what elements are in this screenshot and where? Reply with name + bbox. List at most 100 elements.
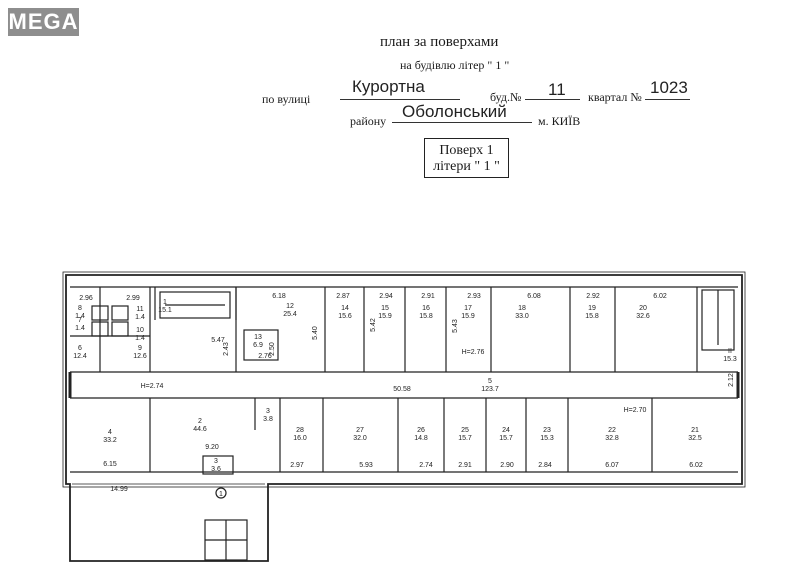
dimension-label: H=2.76	[462, 349, 485, 356]
room-area: 6.9	[253, 342, 263, 349]
dimension-label: 2.87	[336, 293, 350, 300]
street-value: Курортна	[352, 77, 425, 96]
street-label: по вулиці	[262, 92, 311, 106]
room-area: 3.8	[263, 416, 273, 423]
room-area: 15.9	[461, 313, 475, 320]
room-area: 15.8	[419, 313, 433, 320]
room-number: II	[728, 348, 732, 355]
building-number: 11	[548, 80, 566, 99]
room-area: 15.7	[458, 435, 472, 442]
room-area: 123.7	[481, 386, 499, 393]
dimension-label: 5.42	[370, 318, 377, 332]
room-area: 32.0	[353, 435, 367, 442]
plan-title: план за поверхами	[380, 34, 499, 50]
room-number: 16	[422, 305, 430, 312]
mega-logo: MEGA	[8, 8, 79, 36]
room-area: 15.8	[585, 313, 599, 320]
dimension-label: 2.91	[421, 293, 435, 300]
room-number: 2	[198, 418, 202, 425]
dimension-label: 6.15	[103, 461, 117, 468]
room-number: 3	[214, 458, 218, 465]
room-area: 32.6	[636, 313, 650, 320]
room-area: 33.0	[515, 313, 529, 320]
room-area: 15.6	[338, 313, 352, 320]
dimension-label: 2.96	[79, 295, 93, 302]
room-area: 15.3	[540, 435, 554, 442]
room-area: 1.4	[75, 325, 85, 332]
dimension-label: 2.91	[458, 462, 472, 469]
dimension-label: 5.47	[211, 337, 225, 344]
room-number: 20	[639, 305, 647, 312]
room-area: 15.7	[499, 435, 513, 442]
room-number: 1	[163, 299, 167, 306]
room-number: 21	[691, 427, 699, 434]
room-number: 9	[138, 345, 142, 352]
dimension-label: 6.07	[605, 462, 619, 469]
dimension-label: 2.50	[269, 342, 276, 356]
kvartal-label: квартал №	[588, 90, 642, 104]
dimension-label: H=2.70	[624, 407, 647, 414]
room-number: 15	[381, 305, 389, 312]
dimension-label: 2.74	[419, 462, 433, 469]
room-number: 10	[136, 327, 144, 334]
room-number: 5	[488, 378, 492, 385]
dimension-label: 5.43	[452, 319, 459, 333]
room-number: 23	[543, 427, 551, 434]
room-number: 4	[108, 429, 112, 436]
room-number: 17	[464, 305, 472, 312]
room-area: 15.3	[723, 356, 737, 363]
room-number: 26	[417, 427, 425, 434]
dimension-label: 2.76	[258, 353, 272, 360]
room-area: 44.6	[193, 426, 207, 433]
city-label: м. КИЇВ	[538, 114, 581, 128]
room-number: 18	[518, 305, 526, 312]
floor-label: Поверх 1	[439, 143, 494, 158]
axis-marker: 1	[219, 491, 223, 498]
dimension-label: 6.02	[653, 293, 667, 300]
room-number: 19	[588, 305, 596, 312]
room-number: 24	[502, 427, 510, 434]
kvartal-number: 1023	[650, 78, 688, 97]
district-label: району	[350, 114, 387, 128]
room-number: 11	[136, 306, 143, 313]
plan-subtitle: на будівлю літер " 1 "	[400, 58, 510, 72]
dimension-label: 2.99	[126, 295, 140, 302]
dimension-label: 50.58	[393, 386, 411, 393]
floor-box: Поверх 1 літери " 1 "	[424, 138, 509, 178]
dimension-label: H=2.74	[141, 383, 164, 390]
dimension-label: 5.93	[359, 462, 373, 469]
dimension-label: 2.92	[586, 293, 600, 300]
room-number: 7	[78, 317, 82, 324]
dimension-label: 14.99	[110, 486, 128, 493]
room-area: 14.8	[414, 435, 428, 442]
dimension-label: 6.02	[689, 462, 703, 469]
room-area: 1.4	[75, 313, 85, 320]
room-number: 12	[286, 303, 294, 310]
room-area: 12.4	[73, 353, 87, 360]
room-number: 8	[78, 305, 82, 312]
dimension-label: 2.94	[379, 293, 393, 300]
dimension-label: 2.97	[290, 462, 304, 469]
room-area: 32.5	[688, 435, 702, 442]
room-number: 25	[461, 427, 469, 434]
dimension-label: 6.08	[527, 293, 541, 300]
room-area: 16.0	[293, 435, 307, 442]
room-number: 6	[78, 345, 82, 352]
dimension-label: 2.90	[500, 462, 514, 469]
room-area: 3.6	[211, 466, 221, 473]
room-number: 22	[608, 427, 616, 434]
room-area: 15.9	[378, 313, 392, 320]
room-number: 28	[296, 427, 304, 434]
dimension-label: 5.40	[312, 326, 319, 340]
dimension-label: 2.84	[538, 462, 552, 469]
room-area: 1.4	[135, 335, 145, 342]
room-number: 27	[356, 427, 364, 434]
room-area: 1.4	[135, 314, 145, 321]
room-number: 13	[254, 334, 262, 341]
room-area: 15.1	[158, 307, 172, 314]
letter-label: літери " 1 "	[433, 159, 500, 174]
dimension-label: 9.20	[205, 444, 219, 451]
room-area: 12.6	[133, 353, 147, 360]
room-area: 33.2	[103, 437, 117, 444]
